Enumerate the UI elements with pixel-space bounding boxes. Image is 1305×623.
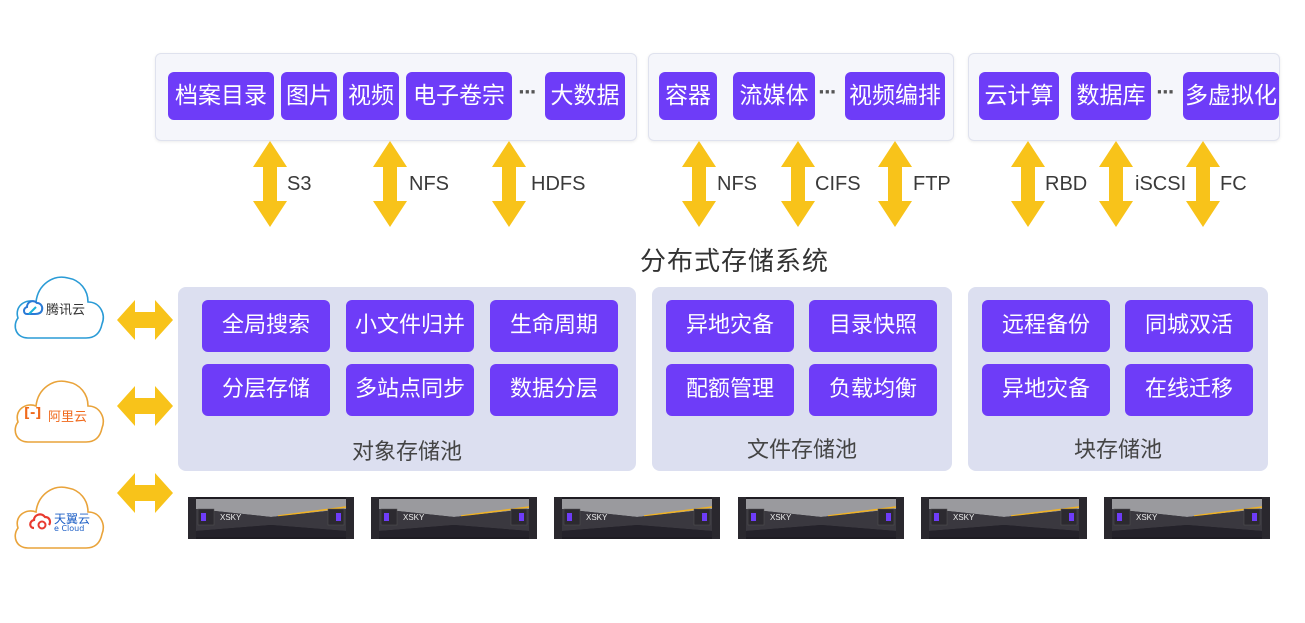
app-tag: 数据库 (1071, 72, 1151, 120)
cloud-name: 天翼云 (54, 512, 91, 526)
server-icon (1104, 497, 1270, 539)
feature-tag: 远程备份 (982, 300, 1110, 352)
server-icon (371, 497, 537, 539)
feature-tag: 负载均衡 (809, 364, 937, 416)
arrow-tencent (117, 300, 173, 340)
feature-tag: 异地灾备 (666, 300, 794, 352)
server-icon (554, 497, 720, 539)
pool-label: 文件存储池 (746, 438, 857, 463)
pool-label: 对象存储池 (351, 440, 462, 465)
app-group-block: 云计算 数据库 ··· 多虚拟化 (968, 53, 1280, 141)
arrow-ftp (878, 141, 912, 227)
protocol-label: FTP (913, 173, 951, 195)
block-storage-pool: 远程备份 同城双活 异地灾备 在线迁移 块存储池 (968, 287, 1268, 471)
server-brand-label: XSKY (953, 513, 975, 522)
feature-tag: 多站点同步 (346, 364, 474, 416)
app-tag: 视频编排 (845, 72, 945, 120)
file-storage-pool: 异地灾备 目录快照 配额管理 负载均衡 文件存储池 (652, 287, 952, 471)
protocol-label: iSCSI (1135, 173, 1187, 195)
storage-server: XSKY (921, 495, 1087, 541)
protocol-label: CIFS (815, 173, 861, 195)
feature-tag: 数据分层 (490, 364, 618, 416)
arrow-fc (1186, 141, 1220, 227)
tencent-cloud-logo-icon (23, 300, 44, 315)
feature-tag: 生命周期 (490, 300, 618, 352)
cloud-outline-icon (14, 486, 104, 549)
arrow-iscsi (1099, 141, 1133, 227)
arrow-rbd (1011, 141, 1045, 227)
storage-server: XSKY (554, 495, 720, 541)
cloud-subname: e Cloud (54, 524, 85, 533)
feature-tag: 分层存储 (202, 364, 330, 416)
server-icon (738, 497, 904, 539)
cloud-tencent: 腾讯云 (10, 264, 106, 342)
protocol-label: FC (1220, 173, 1247, 195)
storage-server: XSKY (188, 495, 354, 541)
app-group-file: 容器 流媒体 ··· 视频编排 (648, 53, 954, 141)
protocol-label: S3 (287, 173, 312, 195)
feature-tag: 小文件归并 (346, 300, 474, 352)
cloud-outline-icon (14, 276, 104, 339)
cloud-outline-icon (14, 380, 104, 443)
app-tag: 档案目录 (168, 72, 274, 120)
server-brand-label: XSKY (403, 513, 425, 522)
storage-server: XSKY (1104, 495, 1270, 541)
ellipsis: ··· (1156, 82, 1174, 103)
cloud-name: 阿里云 (48, 410, 88, 425)
ellipsis: ··· (518, 82, 536, 103)
protocol-label: NFS (409, 173, 449, 195)
server-brand-label: XSKY (220, 513, 242, 522)
app-tag: 多虚拟化 (1183, 72, 1279, 120)
server-icon (921, 497, 1087, 539)
feature-tag: 配额管理 (666, 364, 794, 416)
tianyi-cloud-logo-icon (29, 513, 52, 530)
arrow-hdfs (492, 141, 526, 227)
protocol-label: RBD (1045, 173, 1088, 195)
cloud-tianyi: 天翼云 e Cloud (10, 474, 106, 552)
diagram-title: 分布式存储系统 (640, 247, 830, 277)
server-brand-label: XSKY (1136, 513, 1158, 522)
feature-tag: 同城双活 (1125, 300, 1253, 352)
app-tag: 图片 (281, 72, 337, 120)
arrow-s3 (253, 141, 287, 227)
arrow-nfs-object (373, 141, 407, 227)
feature-tag: 全局搜索 (202, 300, 330, 352)
arrow-cifs (781, 141, 815, 227)
feature-tag: 目录快照 (809, 300, 937, 352)
ellipsis: ··· (818, 82, 836, 103)
pool-label: 块存储池 (1073, 438, 1162, 463)
feature-tag: 在线迁移 (1125, 364, 1253, 416)
server-icon (188, 497, 354, 539)
protocol-label: HDFS (531, 173, 586, 195)
app-tag: 云计算 (979, 72, 1059, 120)
app-tag: 电子卷宗 (406, 72, 512, 120)
cloud-name: 腾讯云 (46, 303, 86, 318)
object-storage-pool: 全局搜索 小文件归并 生命周期 分层存储 多站点同步 数据分层 对象存储池 (178, 287, 636, 471)
app-tag: 视频 (343, 72, 399, 120)
storage-server: XSKY (371, 495, 537, 541)
storage-server: XSKY (738, 495, 904, 541)
app-tag: 流媒体 (733, 72, 815, 120)
app-tag: 容器 (659, 72, 717, 120)
aliyun-logo-icon: [-] (24, 406, 42, 421)
arrow-aliyun (117, 386, 173, 426)
arrow-tianyi (117, 473, 173, 513)
arrow-nfs-file (682, 141, 716, 227)
server-brand-label: XSKY (586, 513, 608, 522)
feature-tag: 异地灾备 (982, 364, 1110, 416)
server-brand-label: XSKY (770, 513, 792, 522)
app-group-object: 档案目录 图片 视频 电子卷宗 ··· 大数据 (155, 53, 637, 141)
app-tag: 大数据 (545, 72, 625, 120)
protocol-label: NFS (717, 173, 757, 195)
cloud-aliyun: [-] 阿里云 (10, 368, 106, 446)
